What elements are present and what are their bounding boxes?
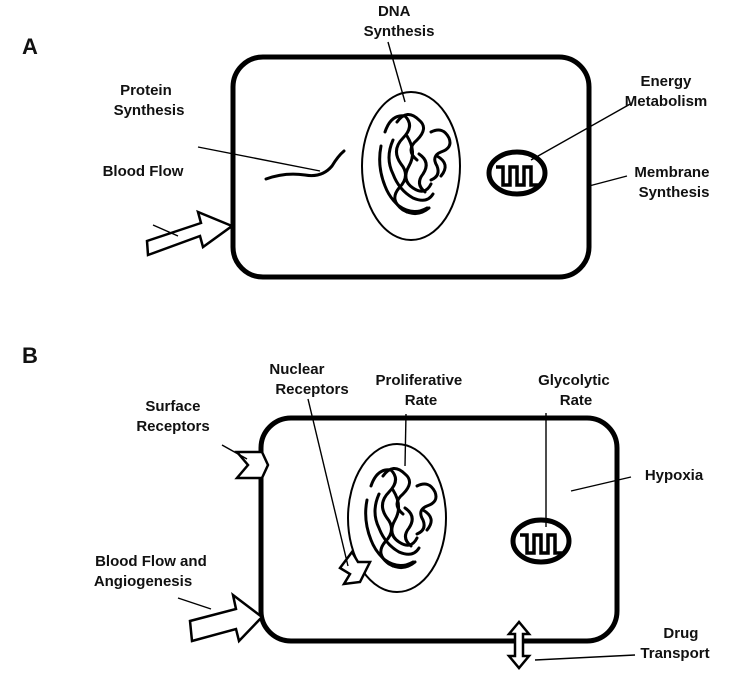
panel-a-protein-leader (197, 146, 321, 172)
panel-b: B Nuclear Receptors Proliferative Rate (22, 343, 710, 670)
label-blood-flow-angiogenesis: Blood Flow and Angiogenesis (94, 553, 211, 590)
label-protein-synthesis: Protein Synthesis (114, 82, 185, 119)
label-dna-synthesis: DNA Synthesis (364, 3, 435, 40)
label-drug-transport: Drug Transport (640, 625, 709, 662)
label-hypoxia: Hypoxia (645, 467, 704, 484)
panel-b-nuclear-leader (307, 398, 349, 567)
panel-a: A DNA Synthesis Protein Synthesis Blood … (22, 3, 713, 280)
panel-a-bloodflow-leader (152, 224, 179, 237)
label-proliferative-rate: Proliferative Rate (376, 372, 467, 409)
panel-a-dna-leader (387, 41, 406, 103)
panel-a-mitochondrion (489, 152, 545, 194)
panel-b-drug-leader (534, 654, 636, 661)
panel-b-bloodflow-leader (177, 597, 212, 610)
drug-transport-arrow (506, 620, 532, 670)
panel-b-letter: B (22, 343, 38, 368)
panel-a-membrane-leader (588, 175, 628, 187)
label-nuclear-receptors: Nuclear Receptors (269, 361, 348, 398)
panel-b-mitochondrion (513, 520, 569, 562)
panel-a-energy-leader (530, 102, 633, 161)
panel-a-mrna (264, 149, 346, 181)
panel-b-proliferative-leader (404, 413, 407, 467)
panel-a-blood-flow-arrow (145, 209, 235, 257)
panel-b-hypoxia-leader (570, 476, 632, 492)
label-surface-receptors: Surface Receptors (136, 398, 209, 435)
label-glycolytic-rate: Glycolytic Rate (538, 372, 614, 409)
label-energy-metabolism: Energy Metabolism (625, 73, 708, 110)
label-blood-flow: Blood Flow (103, 163, 184, 180)
panel-b-blood-flow-arrow (188, 591, 264, 644)
nuclear-receptor-icon (338, 549, 373, 586)
label-membrane-synthesis: Membrane Synthesis (634, 164, 713, 201)
panel-a-letter: A (22, 34, 38, 59)
panel-b-surface-leader (221, 444, 248, 460)
